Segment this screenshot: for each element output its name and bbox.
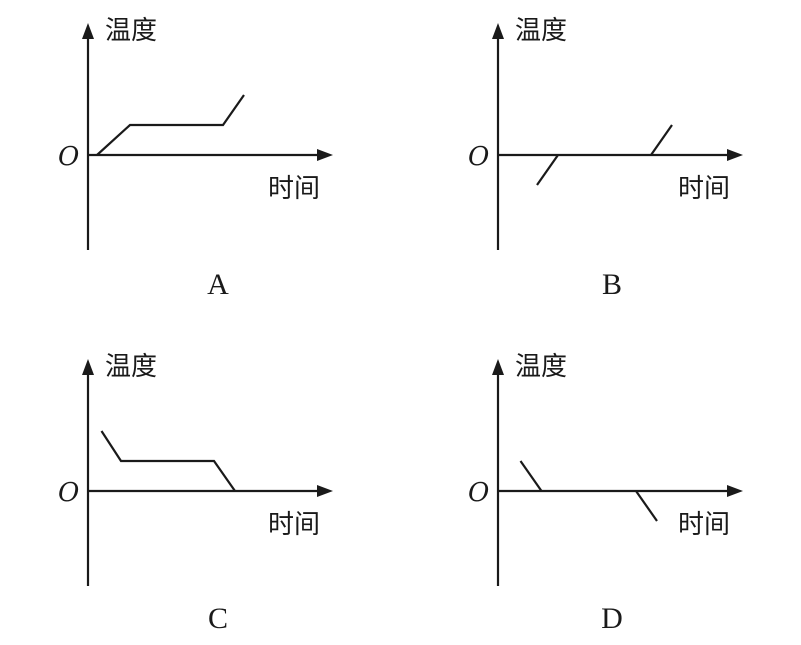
x-axis-label-c: 时间: [268, 510, 320, 540]
panel-label-d: D: [601, 602, 623, 635]
x-axis-arrow-c: [317, 485, 333, 497]
y-axis-arrow-c: [82, 359, 94, 375]
x-axis-label-d: 时间: [678, 510, 730, 540]
y-axis-arrow-d: [492, 359, 504, 375]
y-axis-label-a: 温度: [105, 16, 157, 46]
panel-label-c: C: [208, 602, 228, 635]
x-axis-label-a: 时间: [268, 174, 320, 204]
temperature-curve-b-0: [536, 154, 559, 186]
origin-label-b: O: [468, 142, 489, 172]
x-axis-arrow-a: [317, 149, 333, 161]
y-axis-label-c: 温度: [105, 352, 157, 382]
origin-label-d: O: [468, 478, 489, 508]
x-axis-arrow-b: [727, 149, 743, 161]
origin-label-a: O: [58, 142, 79, 172]
x-axis-label-b: 时间: [678, 174, 730, 204]
x-axis-arrow-d: [727, 485, 743, 497]
temperature-curve-d-0: [519, 460, 543, 492]
origin-label-c: O: [58, 478, 79, 508]
panel-label-a: A: [207, 268, 229, 301]
y-axis-label-b: 温度: [515, 16, 567, 46]
temperature-curve-a-0: [96, 94, 245, 156]
y-axis-arrow-a: [82, 23, 94, 39]
temperature-curve-d-1: [635, 490, 658, 522]
panel-label-b: B: [602, 268, 622, 301]
y-axis-arrow-b: [492, 23, 504, 39]
temperature-curve-b-1: [650, 124, 673, 156]
temperature-curve-c-0: [100, 430, 236, 492]
y-axis-label-d: 温度: [515, 352, 567, 382]
